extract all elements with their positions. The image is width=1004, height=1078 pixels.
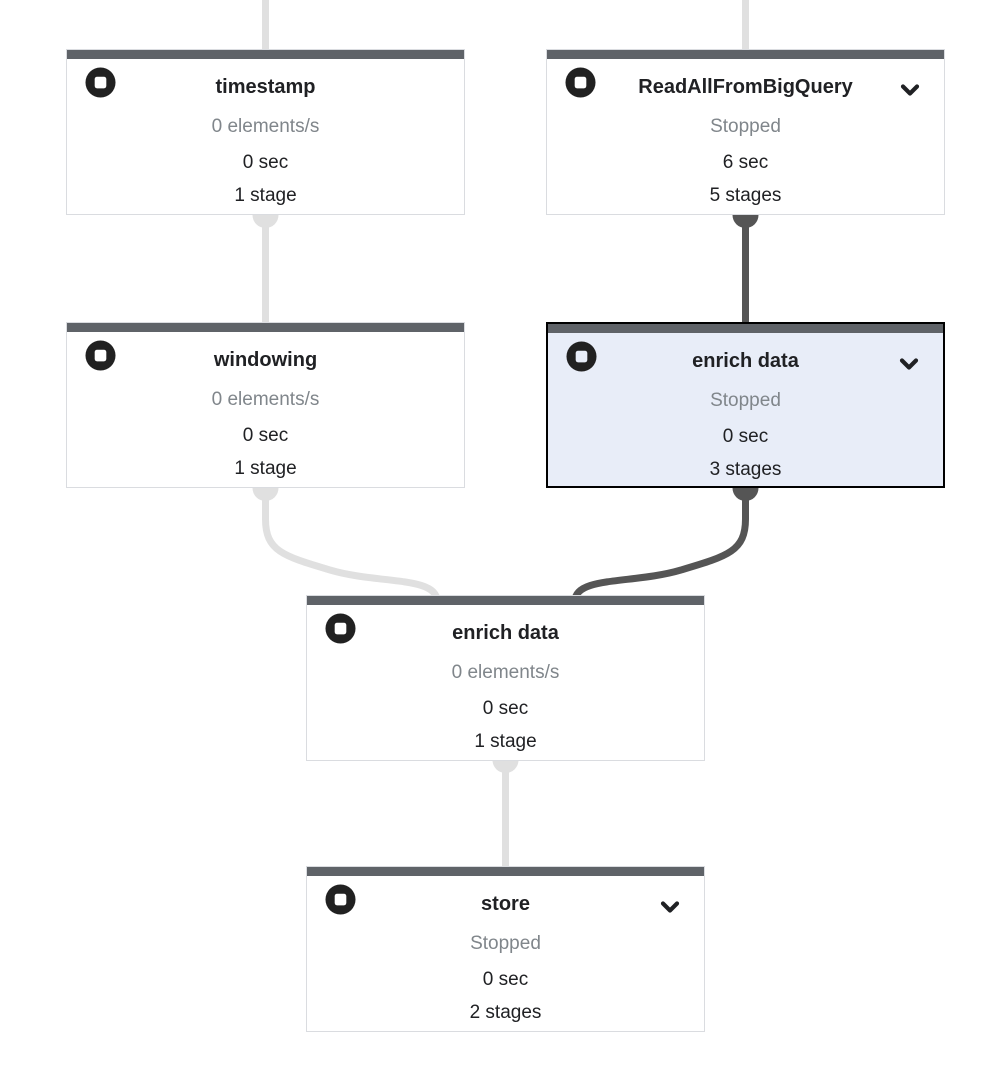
node-topbar [67, 50, 464, 59]
node-duration: 0 sec [482, 969, 529, 990]
node-stages: 1 stage [474, 731, 537, 752]
node-stages: 3 stages [709, 459, 782, 480]
composite-transform-icon [325, 884, 356, 915]
node-duration: 0 sec [722, 426, 769, 447]
node-title: enrich data [452, 622, 559, 644]
composite-transform-icon [325, 613, 356, 644]
node-duration: 0 sec [242, 425, 289, 446]
node-throughput: 0 elements/s [211, 116, 320, 137]
node-topbar [307, 596, 704, 605]
graph-node-readallfrombigquery[interactable]: ReadAllFromBigQuery Stopped 6 sec 5 stag… [546, 49, 945, 215]
composite-transform-icon [85, 67, 116, 98]
node-topbar [307, 867, 704, 876]
node-title: windowing [213, 349, 318, 371]
graph-node-enrich-data-2[interactable]: enrich data 0 elements/s 0 sec 1 stage [306, 595, 705, 761]
node-status: Stopped [470, 933, 541, 954]
node-duration: 0 sec [242, 152, 289, 173]
node-title: enrich data [692, 350, 799, 372]
node-stages: 1 stage [234, 458, 297, 479]
node-status: Stopped [710, 116, 781, 137]
chevron-down-icon[interactable] [898, 78, 922, 102]
graph-node-enrich-data[interactable]: enrich data Stopped 0 sec 3 stages [546, 322, 945, 488]
composite-transform-icon [85, 340, 116, 371]
graph-node-store[interactable]: store Stopped 0 sec 2 stages [306, 866, 705, 1032]
node-topbar [67, 323, 464, 332]
node-title: ReadAllFromBigQuery [638, 76, 853, 98]
node-duration: 6 sec [722, 152, 769, 173]
composite-transform-icon [565, 67, 596, 98]
chevron-down-icon[interactable] [658, 895, 682, 919]
node-stages: 5 stages [709, 185, 782, 206]
node-stages: 1 stage [234, 185, 297, 206]
node-title: store [481, 893, 530, 915]
chevron-down-icon[interactable] [897, 352, 921, 376]
graph-node-windowing[interactable]: windowing 0 elements/s 0 sec 1 stage [66, 322, 465, 488]
node-title: timestamp [215, 76, 316, 98]
node-duration: 0 sec [482, 698, 529, 719]
graph-node-timestamp[interactable]: timestamp 0 elements/s 0 sec 1 stage [66, 49, 465, 215]
node-throughput: 0 elements/s [211, 389, 320, 410]
node-stages: 2 stages [469, 1002, 542, 1023]
edge-enrichdata-enrichdata2 [571, 488, 749, 602]
node-topbar [548, 324, 943, 333]
composite-transform-icon [566, 341, 597, 372]
edge-windowing-enrichdata2 [262, 488, 441, 602]
node-throughput: 0 elements/s [451, 662, 560, 683]
node-topbar [547, 50, 944, 59]
node-status: Stopped [710, 390, 781, 411]
